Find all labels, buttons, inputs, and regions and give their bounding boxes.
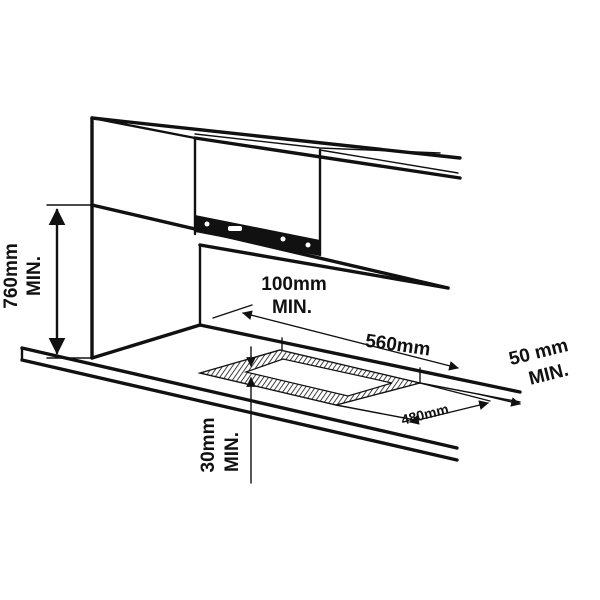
back-clearance-value-label: 100mm [261, 274, 327, 295]
height-min-label: MIN. [24, 256, 45, 296]
cutout-width-dimension [242, 310, 459, 384]
height-value-label: 760mm [1, 243, 22, 309]
front-clearance-value-label: 30mm [198, 418, 219, 473]
wall-cabinet [90, 116, 462, 360]
height-dimension [46, 204, 93, 359]
cutout-depth-label: 480mm [399, 401, 450, 428]
hood-mounting-plate [195, 215, 320, 256]
cutout-width-label: 560mm [364, 331, 432, 361]
front-clearance-min-label: MIN. [222, 432, 243, 472]
worktop [20, 323, 522, 462]
back-clearance-dimension [212, 304, 253, 319]
side-clearance-dimension [419, 382, 521, 407]
cutout-depth-dimension [335, 382, 491, 425]
back-clearance-min-label: MIN. [272, 297, 312, 318]
